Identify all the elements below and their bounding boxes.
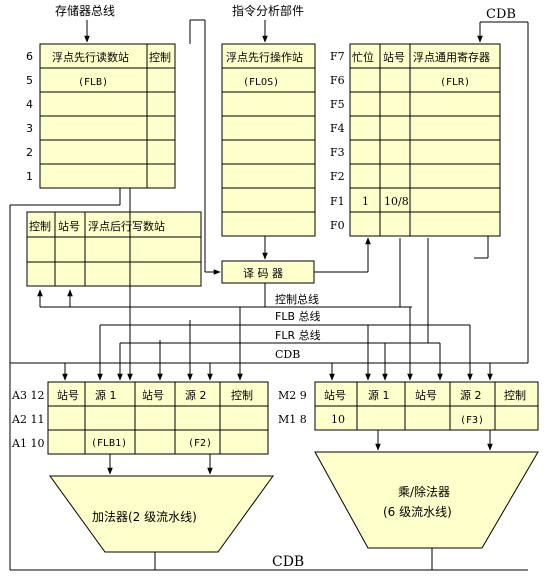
mul-rs-src2-value: (F3): [460, 415, 484, 426]
flb-row-label: 6: [26, 50, 33, 63]
adder-rs-header: 源 1: [95, 388, 117, 402]
flr-busy-header: 忙位: [352, 50, 374, 64]
adder-rs-header: 站号: [57, 388, 79, 402]
store-station-header: 站号: [58, 219, 80, 233]
multiplier-unit: 乘/除法器 (6 级流水线): [314, 451, 539, 549]
flr-station-header: 站号: [383, 50, 405, 64]
flr-row-label: F5: [330, 98, 345, 111]
flos-title: 浮点先行操作站: [226, 50, 303, 64]
decoder: 译 码 器: [221, 260, 315, 284]
mul-rs-row-label: M1 8: [278, 413, 307, 426]
flr-row-label: F2: [330, 170, 345, 183]
flb-control-header: 控制: [149, 50, 171, 64]
flr-row-label: F0: [330, 219, 345, 232]
mul-rs-header: 站号: [415, 388, 437, 402]
adder-unit: 加法器(2 级流水线): [49, 475, 274, 553]
control-bus-label: 控制总线: [275, 292, 319, 306]
adder-label: 加法器(2 级流水线): [92, 510, 197, 524]
flr-row-label: F4: [330, 122, 345, 135]
flr-row-labels: F7 F6 F5 F4 F3 F2 F1 F0: [330, 50, 345, 232]
flr-f1-busy: 1: [362, 195, 369, 208]
instr-unit-label: 指令分析部件: [232, 3, 304, 18]
cdb-top-label: CDB: [486, 7, 516, 22]
flr-row-label: F1: [330, 195, 345, 208]
adder-rs-header: 源 2: [185, 388, 207, 402]
adder-rs-row-label: A3 12: [11, 389, 44, 402]
multiplier-label-1: 乘/除法器: [398, 484, 450, 499]
adder-rs-row-labels: A3 12 A2 11 A1 10: [11, 389, 44, 450]
flb-tag: (FLB): [78, 77, 108, 88]
flb-row-labels: 6 5 4 3 2 1: [26, 50, 33, 183]
adder-rs-row-label: A2 11: [11, 413, 44, 426]
adder-reservation-stations: 站号 源 1 站号 源 2 控制 (FLB1) (F2): [47, 381, 269, 455]
flr-f1-station: 10/8: [384, 195, 409, 208]
flr-register-file: 忙位 站号 浮点通用寄存器 (FLR) 1 10/8: [349, 43, 501, 237]
mul-rs-header: 控制: [504, 388, 526, 402]
mul-rs-row-label: M2 9: [278, 389, 307, 402]
flb-row-label: 2: [26, 146, 33, 159]
flb-bus-label: FLB 总线: [275, 309, 321, 323]
cdb-bottom-label: CDB: [272, 554, 304, 570]
flr-row-label: F6: [330, 74, 345, 87]
adder-rs-src1-value: (FLB1): [91, 438, 127, 449]
mul-rs-station-value: 10: [331, 413, 345, 426]
adder-rs-header: 站号: [142, 388, 164, 402]
flb-station: 浮点先行读数站 控制 (FLB): [39, 43, 176, 189]
adder-rs-row-label: A1 10: [11, 437, 44, 450]
decoder-label: 译 码 器: [243, 267, 283, 280]
flr-bus-label: FLR 总线: [275, 328, 321, 342]
flb-row-label: 4: [26, 98, 33, 111]
flb-title: 浮点先行读数站: [52, 50, 129, 64]
flb-row-label: 5: [26, 74, 33, 87]
adder-rs-src2-value: (F2): [188, 438, 212, 449]
mul-rs-row-labels: M2 9 M1 8: [278, 389, 307, 426]
flr-title: 浮点通用寄存器: [413, 50, 490, 64]
store-title: 浮点后行写数站: [88, 219, 165, 233]
cdb-bus-label: CDB: [275, 348, 300, 361]
mul-rs-header: 源 1: [368, 388, 390, 402]
flos-tag: (FLOS): [243, 77, 279, 88]
store-buffer: 控制 站号 浮点后行写数站: [26, 211, 202, 287]
mul-rs-header: 站号: [324, 388, 346, 402]
store-control-header: 控制: [29, 219, 51, 233]
multiplier-label-2: (6 级流水线): [383, 505, 452, 519]
memory-bus-label: 存储器总线: [55, 3, 115, 18]
flr-row-label: F3: [330, 146, 345, 159]
mul-rs-header: 源 2: [460, 388, 482, 402]
flr-tag: (FLR): [440, 77, 470, 88]
flb-row-label: 1: [26, 170, 33, 183]
multiplier-reservation-stations: 站号 源 1 站号 源 2 控制 10 (F3): [314, 381, 539, 431]
adder-rs-header: 控制: [231, 388, 253, 402]
flos-station: 浮点先行操作站 (FLOS): [221, 43, 316, 237]
flr-row-label: F7: [330, 50, 345, 63]
flb-row-label: 3: [26, 122, 33, 135]
